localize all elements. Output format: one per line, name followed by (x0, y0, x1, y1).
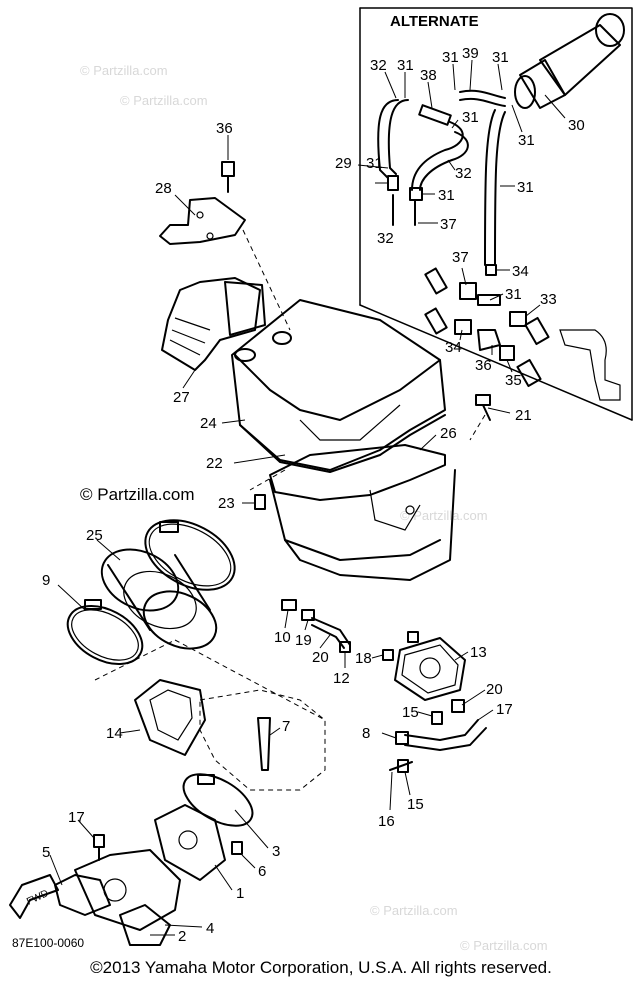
bracket-27 (159, 161, 246, 245)
callout: 4 (206, 920, 214, 937)
fwd-arrow: FWD (9, 874, 59, 919)
gasket-1 (54, 874, 111, 916)
callout: 31 (462, 109, 479, 126)
callout: 29 (335, 155, 352, 172)
watermark: © Partzilla.com (80, 63, 168, 78)
callout: 21 (515, 407, 532, 424)
callout: 31 (438, 187, 455, 204)
clamp-11 (144, 519, 236, 591)
callout: 36 (475, 357, 492, 374)
clip-13 (382, 649, 394, 661)
gasket-22 (269, 444, 446, 501)
air-box-top-21 (231, 299, 446, 473)
callout: 32 (455, 165, 472, 182)
watermark-large: © Partzilla.com (80, 485, 195, 504)
callout: 27 (173, 389, 190, 406)
callout: 35 (505, 372, 522, 389)
alternate-title: ALTERNATE (390, 13, 479, 30)
callout: 6 (258, 863, 266, 880)
callout: 2 (178, 928, 186, 945)
intake-duct-24 (161, 277, 266, 371)
pipe-8 (257, 717, 271, 771)
watermark: © Partzilla.com (370, 903, 458, 918)
alternate-box: ALTERNATE (359, 7, 633, 421)
callout: 19 (295, 632, 312, 649)
callout: 12 (333, 670, 350, 687)
callout: 31 (492, 49, 509, 66)
watermark: © Partzilla.com (120, 93, 208, 108)
callout: 9 (42, 572, 50, 589)
callout: 8 (362, 725, 370, 742)
callout: 34 (512, 263, 529, 280)
callout: 37 (452, 249, 469, 266)
callout: 31 (366, 155, 383, 172)
callout-labels: 32 31 38 31 39 31 30 31 31 31 29 31 32 3… (42, 45, 585, 945)
callout: 7 (282, 718, 290, 735)
callout: 26 (440, 425, 457, 442)
bolt-3 (93, 834, 105, 861)
hose-18 (281, 599, 351, 653)
callout: 31 (518, 132, 535, 149)
callout: 30 (568, 117, 585, 134)
bolt-25 (254, 494, 266, 510)
callout: 28 (155, 180, 172, 197)
manifold-7 (134, 679, 206, 756)
adapter-2 (74, 849, 181, 946)
watermark: © Partzilla.com (460, 938, 548, 953)
callout: 23 (218, 495, 235, 512)
hose-14 (389, 699, 487, 773)
callout: 31 (517, 179, 534, 196)
copyright-footer: ©2013 Yamaha Motor Corporation, U.S.A. A… (90, 958, 552, 977)
callout: 38 (420, 67, 437, 84)
callout: 36 (216, 120, 233, 137)
alternate-fittings (424, 267, 621, 401)
boot-9 (100, 548, 218, 650)
callout: 31 (505, 286, 522, 303)
callout: 24 (200, 415, 217, 432)
bolt-5 (231, 841, 243, 855)
callout: 25 (86, 527, 103, 544)
fwd-label: FWD (25, 888, 50, 908)
callout: 3 (272, 843, 280, 860)
spacer-4 (154, 804, 226, 881)
callout: 13 (470, 644, 487, 661)
leader-lines (49, 59, 566, 936)
alternate-hoses (377, 89, 506, 276)
callout: 10 (274, 629, 291, 646)
callout: 32 (377, 230, 394, 247)
clamp-10 (66, 599, 144, 665)
callout: 14 (106, 725, 123, 742)
air-box-bottom-23 (269, 469, 456, 581)
engine-outline (94, 229, 486, 791)
fuel-pump-12 (394, 631, 466, 701)
callout: 37 (440, 216, 457, 233)
fuel-filter-30 (514, 13, 625, 109)
callout: 39 (462, 45, 479, 62)
diagram-code: 87E100-0060 (12, 936, 85, 950)
callout: 15 (402, 704, 419, 721)
callout: 33 (540, 291, 557, 308)
callout: 15 (407, 796, 424, 813)
bolt-26 (475, 394, 491, 421)
callout: 34 (445, 339, 462, 356)
callout: 16 (378, 813, 395, 830)
callout: 5 (42, 844, 50, 861)
callout: 20 (486, 681, 503, 698)
callout: 18 (355, 650, 372, 667)
callout: 20 (312, 649, 329, 666)
callout: 32 (370, 57, 387, 74)
callout: 1 (236, 885, 244, 902)
callout: 31 (397, 57, 414, 74)
callout: 31 (442, 49, 459, 66)
callout: 17 (68, 809, 85, 826)
callout: 17 (496, 701, 513, 718)
callout: 22 (206, 455, 223, 472)
watermark: © Partzilla.com (400, 508, 488, 523)
